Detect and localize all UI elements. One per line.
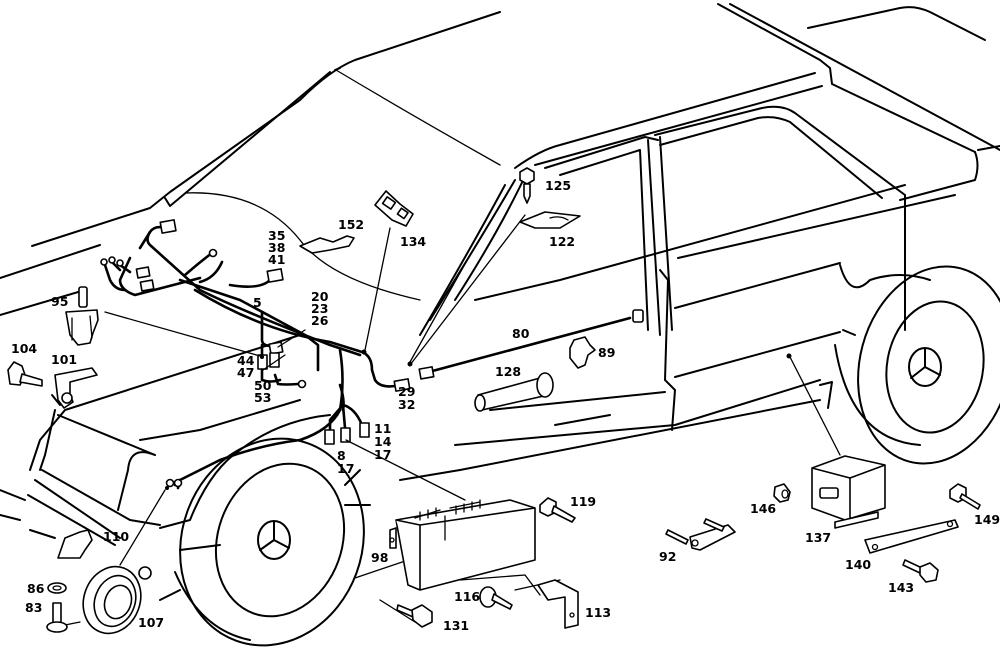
callout-95: 95: [51, 294, 68, 309]
callout-labels: 5 8 17 11 14 17 20 23 26 29 32 35 38 41 …: [11, 178, 1000, 633]
callout-152: 152: [338, 217, 364, 232]
part-110-clip: [57, 529, 93, 559]
part-89-grommet: [569, 336, 596, 369]
callout-116: 116: [454, 589, 480, 604]
callout-35: 35 38 41: [268, 228, 290, 267]
callout-92: 92: [659, 549, 676, 564]
callout-149: 149: [974, 512, 1000, 527]
callout-140: 140: [845, 557, 871, 572]
callout-11: 11 14 17: [374, 421, 396, 462]
callout-29: 29 32: [398, 384, 420, 412]
front-wheel: [174, 437, 365, 647]
callout-104: 104: [11, 341, 37, 356]
part-119-screw: [539, 497, 576, 523]
callout-143: 143: [888, 580, 914, 595]
part-146-nut: [773, 483, 791, 503]
callout-20: 20 23 26: [311, 289, 333, 328]
callout-146: 146: [750, 501, 776, 516]
callout-131: 131: [443, 618, 469, 633]
part-101-bracket: [54, 367, 98, 409]
wiring-harness: [103, 225, 632, 490]
part-107-horn: [82, 565, 152, 635]
callout-89: 89: [598, 345, 615, 360]
mercedes-star-icon: [908, 347, 942, 387]
callout-125: 125: [545, 178, 571, 193]
part-143-bolt: [902, 559, 939, 583]
part-104-bolt: [7, 361, 43, 387]
part-131-screw: [396, 604, 433, 628]
mercedes-star-icon: [257, 520, 291, 560]
callout-134: 134: [400, 234, 426, 249]
callout-101: 101: [51, 352, 77, 367]
part-134-relay-holder: [374, 190, 414, 227]
callout-119: 119: [570, 494, 596, 509]
callout-50: 50 53: [254, 378, 276, 405]
part-83-bolt: [46, 602, 68, 633]
callout-44: 44 47: [237, 353, 259, 380]
callout-128: 128: [495, 364, 521, 379]
part-113-bracket: [537, 579, 579, 629]
part-86-washer: [47, 582, 67, 594]
part-128-tube: [474, 372, 554, 412]
harness-connectors: [100, 219, 644, 488]
callout-83: 83: [25, 600, 42, 615]
part-92-clip: [665, 518, 736, 551]
rear-wheel: [834, 265, 1000, 465]
part-125-screw: [519, 167, 535, 204]
callout-137: 137: [805, 530, 831, 545]
part-122-clip: [519, 211, 581, 229]
part-149-screw: [949, 483, 981, 510]
part-140-strap: [864, 519, 959, 554]
leader-lines: [64, 214, 841, 626]
callout-122: 122: [549, 234, 575, 249]
part-98-control-module: [389, 499, 536, 591]
part-95-switch: [65, 286, 99, 346]
callout-86: 86: [27, 581, 45, 596]
callout-107: 107: [138, 615, 164, 630]
part-152-clip: [299, 235, 355, 254]
callout-80: 80: [512, 326, 530, 341]
callout-98: 98: [371, 550, 388, 565]
callout-5: 5: [253, 295, 262, 310]
part-116-screw: [479, 586, 513, 610]
callout-8: 8 17: [337, 448, 354, 476]
callout-113: 113: [585, 605, 611, 620]
part-137-module: [811, 455, 886, 529]
callout-110: 110: [103, 529, 129, 544]
